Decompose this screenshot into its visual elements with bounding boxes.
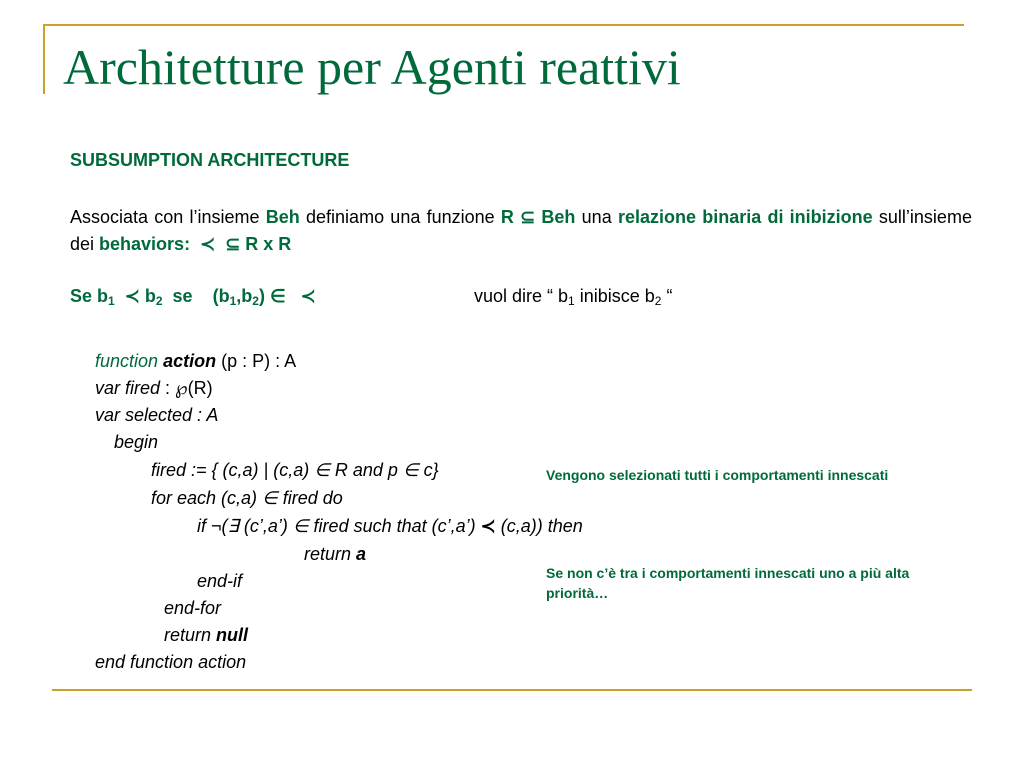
prec-symbol: ≺ <box>200 234 216 254</box>
rule-pair-close: ) <box>258 286 265 306</box>
code-line-12: end function action <box>95 652 247 672</box>
code-line-3: var selected : A <box>95 405 219 425</box>
code-line-11: return null <box>164 625 248 646</box>
meaning-mid: inibisce b <box>574 286 655 306</box>
code-return-2: return <box>164 625 217 645</box>
subseteq-symbol-2: ⊆ <box>225 234 241 254</box>
relation-term: relazione binaria di inibizione <box>617 207 873 227</box>
code-line-2: var fired : ℘(R) <box>95 378 213 399</box>
frame-bottom-line <box>52 689 972 691</box>
code-function-keyword: function <box>95 351 159 371</box>
frame-left-line <box>43 24 45 94</box>
r-term: R <box>500 207 514 227</box>
meaning-pre: vuol dire “ b <box>474 286 569 306</box>
rule-prec-2: ≺ <box>300 286 316 306</box>
para-text-1: Associata con l’insieme <box>70 207 266 227</box>
rule-pair-sub2: 2 <box>252 294 259 308</box>
section-heading: SUBSUMPTION ARCHITECTURE <box>70 150 350 170</box>
meaning-sub1: 1 <box>568 294 575 308</box>
rule-se: Se b <box>70 286 109 306</box>
para-text-4: sull’insieme dei <box>70 207 972 254</box>
code-prec-symbol: ≺ <box>480 516 496 536</box>
rule-b2: b <box>144 286 156 306</box>
definition-paragraph: Associata con l’insieme Beh definiamo un… <box>70 204 972 258</box>
code-signature: (p : P) : A <box>216 351 297 371</box>
beh-term: Beh <box>265 207 300 227</box>
code-line-1: function action (p : P) : A <box>95 351 296 372</box>
code-return-null: null <box>216 625 249 645</box>
code-line-6: for each (c,a) ∈ fired do <box>151 488 343 508</box>
code-line-10: end-for <box>164 598 222 618</box>
code-var-fired: var fired <box>95 378 161 398</box>
code-then: (c,a)) then <box>495 516 583 536</box>
code-line-8: return a <box>304 544 366 565</box>
note-triggered: Vengono selezionati tutti i comportament… <box>546 467 889 483</box>
meaning-post: “ <box>661 286 673 306</box>
code-line-4: begin <box>114 432 159 452</box>
rule-prec: ≺ <box>124 286 140 306</box>
code-if-condition: if ¬(∃ (c’,a’) ∈ fired such that (c’,a’) <box>197 516 481 536</box>
rxr-term: R x R <box>245 234 292 254</box>
code-colon: : <box>160 378 176 398</box>
slide-title: Architetture per Agenti reattivi <box>63 39 681 95</box>
meaning-sub2: 2 <box>654 294 662 308</box>
rule-se2: se <box>172 286 193 306</box>
rule-meaning: vuol dire “ b1 inibisce b2 “ <box>474 286 672 308</box>
rule-sub2: 2 <box>155 294 163 308</box>
code-function-name: action <box>163 351 217 371</box>
code-return: return <box>304 544 357 564</box>
code-powerset-arg: (R) <box>187 378 213 398</box>
rule-pair-open: (b <box>212 286 230 306</box>
behaviors-term: behaviors: <box>99 234 191 254</box>
inhibition-rule: Se b1 ≺ b2 se (b1,b2) ∈ ≺ <box>70 286 316 308</box>
code-powerset-symbol: ℘ <box>175 378 188 398</box>
para-text-3: una <box>575 207 618 227</box>
rule-sub1: 1 <box>108 294 115 308</box>
rule-pair-sub1: 1 <box>229 294 237 308</box>
code-line-7: if ¬(∃ (c’,a’) ∈ fired such that (c’,a’)… <box>197 516 583 537</box>
subseteq-symbol: ⊆ <box>520 207 536 227</box>
code-line-5: fired := { (c,a) | (c,a) ∈ R and p ∈ c} <box>151 460 439 480</box>
para-text-2: definiamo una funzione <box>299 207 501 227</box>
frame-top-line <box>44 24 964 26</box>
code-return-a: a <box>356 544 367 564</box>
rule-pair-mid: ,b <box>236 286 253 306</box>
rule-in: ∈ <box>269 286 286 306</box>
code-line-9: end-if <box>197 571 243 591</box>
note-priority: Se non c’è tra i comportamenti innescati… <box>546 565 910 601</box>
beh-term-2: Beh <box>541 207 576 227</box>
